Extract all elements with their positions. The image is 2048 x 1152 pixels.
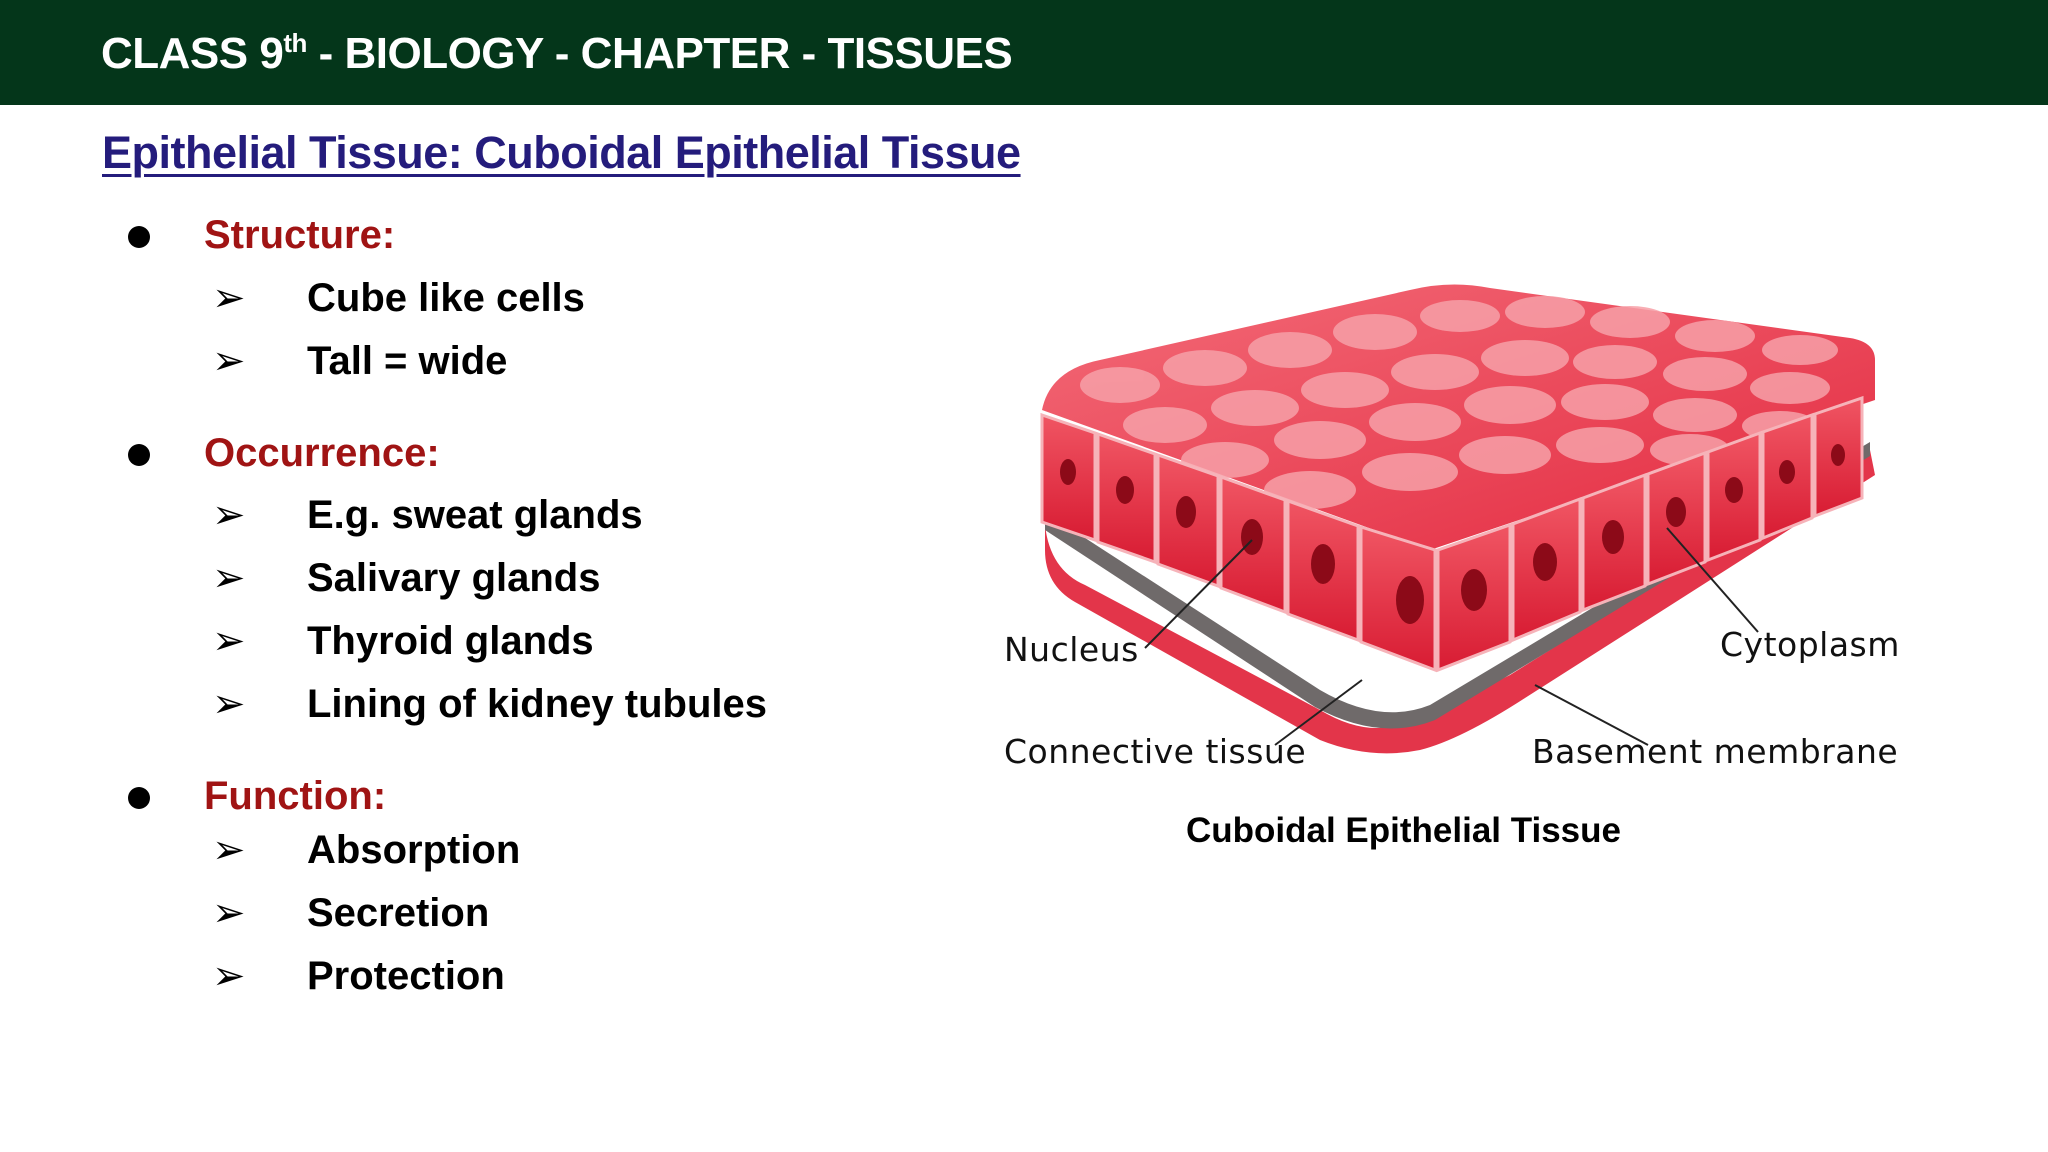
header-title-suffix: - BIOLOGY - CHAPTER - TISSUES [306,29,1013,78]
arrow-bullet-icon: ➢ [212,827,246,873]
slide-subtitle: Epithelial Tissue: Cuboidal Epithelial T… [102,127,1021,178]
list-item: Cube like cells [307,276,585,320]
header-title-superscript: th [283,28,307,58]
arrow-bullet-icon: ➢ [212,275,246,321]
label-connective-tissue: Connective tissue [1004,732,1307,771]
diagram-caption: Cuboidal Epithelial Tissue [1186,811,1621,850]
section-heading-structure: Structure: [204,213,396,257]
label-nucleus: Nucleus [1004,630,1139,669]
arrow-bullet-icon: ➢ [212,338,246,384]
arrow-bullet-icon: ➢ [212,618,246,664]
connective-tissue-layer [1045,450,1875,754]
header-title: CLASS 9th - BIOLOGY - CHAPTER - TISSUES [101,26,1013,82]
list-item: Absorption [307,828,521,872]
bullet-icon [128,787,150,809]
section-heading-function: Function: [204,774,387,818]
cuboidal-tissue-diagram: Nucleus Cytoplasm Connective tissue Base… [990,250,1920,790]
tissue-illustration [1040,284,1875,754]
bullet-icon [128,226,150,248]
list-item: Thyroid glands [307,619,594,663]
arrow-bullet-icon: ➢ [212,953,246,999]
arrow-bullet-icon: ➢ [212,555,246,601]
list-item: Salivary glands [307,556,601,600]
list-item: E.g. sweat glands [307,493,643,537]
bullet-icon [128,444,150,466]
arrow-bullet-icon: ➢ [212,492,246,538]
header-title-prefix: CLASS 9 [101,29,284,78]
cell-tops [1080,296,1838,509]
label-cytoplasm: Cytoplasm [1720,625,1900,664]
label-leader-lines [1144,527,1759,746]
list-item: Protection [307,954,505,998]
list-item: Tall = wide [307,339,508,383]
basement-membrane-layer [1045,442,1870,729]
header-bar: CLASS 9th - BIOLOGY - CHAPTER - TISSUES [0,0,2048,105]
list-item: Secretion [307,891,490,935]
nuclei [1060,444,1845,624]
arrow-bullet-icon: ➢ [212,681,246,727]
label-basement-membrane: Basement membrane [1532,732,1899,771]
section-heading-occurrence: Occurrence: [204,431,440,475]
list-item: Lining of kidney tubules [307,682,767,726]
arrow-bullet-icon: ➢ [212,890,246,936]
